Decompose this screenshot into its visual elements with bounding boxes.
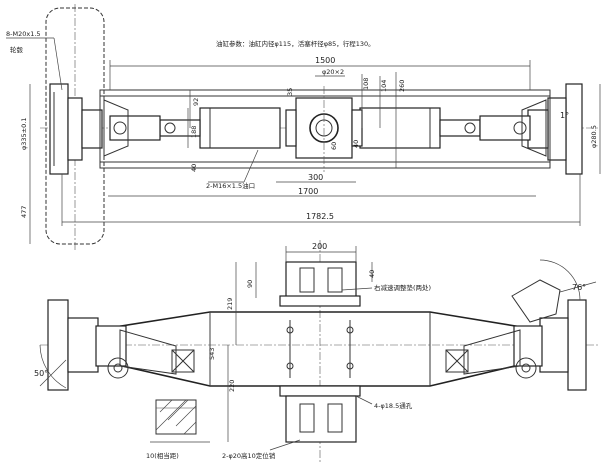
left-cylinder [199, 107, 281, 149]
dim-92: 92 [192, 98, 200, 106]
angle-1: 1° [560, 111, 569, 120]
dim-477: 477 [20, 206, 28, 218]
hole-note: 4-φ18.5通孔 [374, 401, 413, 410]
dim-35: 35 [286, 88, 294, 96]
dim-260: 260 [398, 80, 406, 92]
dim-188: 188 [190, 126, 198, 138]
bottom-view: 76° 50° 200 90 40 219 543 220 右减速调整垫(两处)… [34, 240, 600, 462]
left-hub-flange [49, 83, 69, 175]
dim-1700: 1700 [298, 187, 318, 196]
angle-76: 76° [572, 283, 586, 292]
dim-108: 108 [362, 78, 370, 90]
adjust-note: 右减速调整垫(两处) [374, 283, 431, 292]
dim-335: φ335±0.1 [20, 118, 28, 150]
axle-beam-front [95, 311, 541, 387]
dim-219: 219 [226, 298, 234, 310]
left-knuckle [47, 299, 69, 391]
dim-280: φ280.5 [590, 125, 598, 148]
angle-50: 50° [34, 369, 48, 378]
wheel-label: 轮毂 [10, 45, 24, 54]
detail-label: 10(相当距) [146, 451, 179, 460]
dim-20x2: φ20×2 [322, 68, 344, 76]
dim-60: 60 [330, 142, 338, 150]
dim-104: 104 [380, 80, 388, 92]
dim-300: 300 [308, 173, 323, 182]
dim-543: 543 [208, 348, 216, 360]
dim-220: 220 [228, 380, 236, 392]
bottom-bracket [285, 395, 357, 443]
section-detail: 10(相当距) [146, 399, 210, 460]
dim-40-bottom: 40 [368, 270, 376, 278]
top-bracket [285, 261, 357, 299]
top-view: 1500 φ20×2 108 104 260 92 188 35 40 60 4… [6, 4, 601, 250]
right-cylinder [359, 107, 441, 149]
right-hub-flange [565, 83, 583, 175]
dim-40: 40 [190, 164, 198, 172]
dim-200: 200 [312, 242, 327, 251]
dim-90: 90 [246, 280, 254, 288]
thread-label: 8-M20x1.5 [6, 30, 41, 38]
dim-1782: 1782.5 [306, 212, 334, 221]
cylinder-note: 油缸参数：油缸内径φ115，活塞杆径φ85，行程130。 [216, 39, 375, 48]
dim-1500: 1500 [315, 56, 335, 65]
axle-beam-top [99, 89, 551, 169]
dim-40b: 40 [352, 140, 360, 148]
pin-note: 2-φ20高10定位销 [222, 451, 276, 460]
oil-port-label: 2-M16×1.5油口 [206, 181, 255, 190]
right-knuckle [567, 299, 587, 391]
